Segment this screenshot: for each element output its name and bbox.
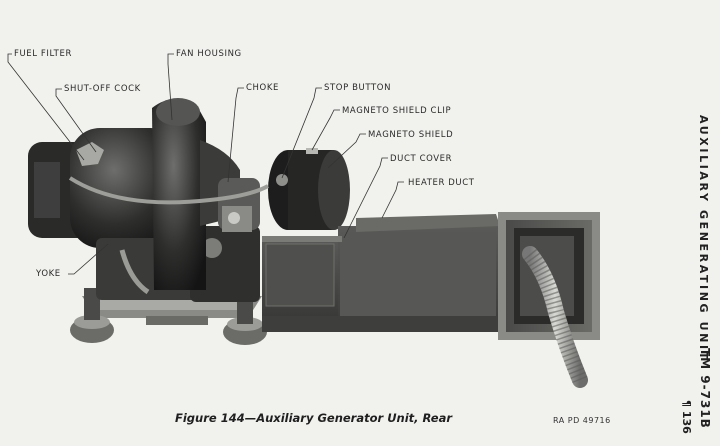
fuel-line [68, 142, 269, 295]
figure-caption: Figure 144—Auxiliary Generator Unit, Rea… [175, 411, 453, 425]
leader-heater-duct [381, 181, 404, 219]
photo-reference: RA PD 49716 [553, 416, 611, 425]
leader-fan-housing [167, 53, 174, 121]
callout-magneto-shield: MAGNETO SHIELD [368, 130, 454, 140]
leader-magneto-shield [327, 133, 366, 169]
callout-fan-housing: FAN HOUSING [176, 49, 242, 59]
leader-duct-cover [343, 157, 388, 239]
leader-yoke [68, 243, 109, 275]
heater-duct [262, 214, 500, 332]
callout-magneto-shield-clip: MAGNETO SHIELD CLIP [342, 106, 452, 116]
magneto-shield [268, 148, 350, 230]
manual-number: TM 9-731B [698, 348, 712, 429]
callout-heater-duct: HEATER DUCT [408, 178, 475, 188]
callout-shut-off-cock: SHUT-OFF COCK [64, 84, 141, 94]
flexible-hose [522, 246, 588, 388]
section-title: AUXILIARY GENERATING UNIT [697, 115, 710, 362]
leader-shut-off-cock [55, 88, 97, 153]
callout-fuel-filter: FUEL FILTER [14, 49, 72, 59]
leader-magneto-shield-clip [311, 109, 340, 151]
paragraph-number: ¶ 136 [680, 400, 693, 434]
callout-choke: CHOKE [246, 83, 279, 93]
leader-choke [227, 87, 244, 183]
carburetor-choke [218, 178, 260, 232]
callout-stop-button: STOP BUTTON [324, 83, 392, 93]
leader-stop-button [281, 87, 322, 179]
callout-yoke: YOKE [36, 269, 61, 279]
callout-duct-cover: DUCT COVER [390, 154, 453, 164]
leader-fuel-filter [7, 53, 85, 161]
